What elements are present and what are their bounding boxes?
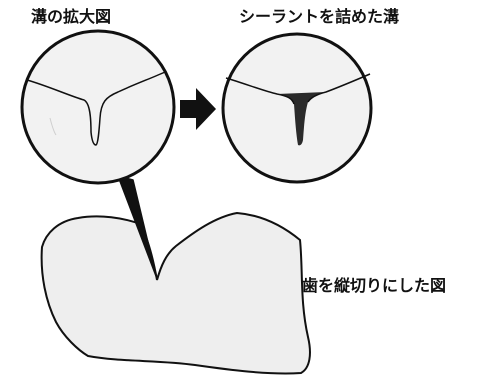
right-arrow-icon	[180, 88, 216, 130]
enlarged-groove-view	[22, 31, 174, 183]
sealant-filled-groove-view	[223, 34, 371, 182]
tooth-cross-section	[42, 213, 310, 373]
